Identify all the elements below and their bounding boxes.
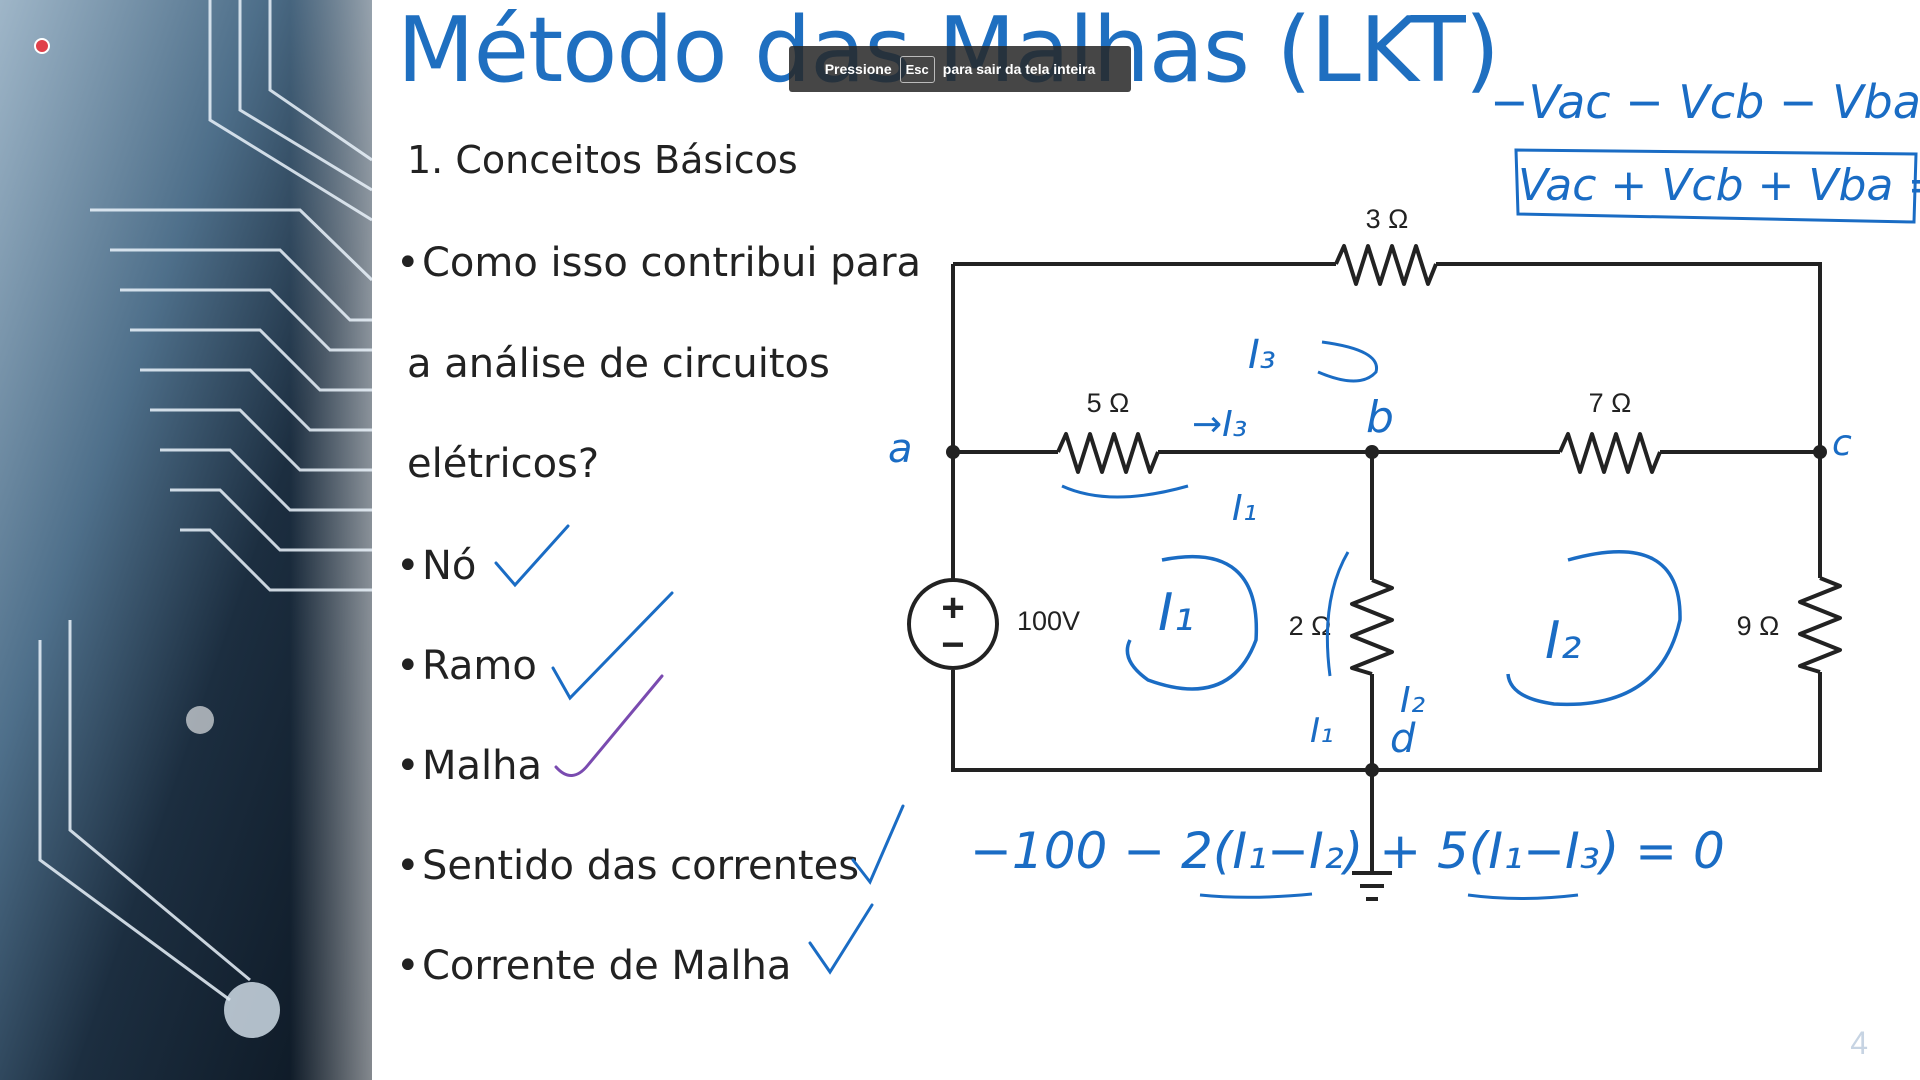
section-heading: 1. Conceitos Básicos [407, 138, 798, 182]
bullet-text: Ramo [422, 643, 537, 689]
circuit-nodes [946, 445, 1827, 777]
bullet-text: Corrente de Malha [422, 943, 792, 989]
toast-text-after: para sair da tela inteira [942, 61, 1096, 77]
slide-page-number: 4 [1850, 1025, 1868, 1061]
source-minus-sign: − [941, 623, 964, 667]
resistor-3ohm-label: 3 Ω [1366, 204, 1409, 234]
resistor-7ohm [1558, 432, 1662, 474]
record-indicator-icon [34, 38, 50, 54]
check-icon [851, 804, 905, 885]
voltage-source-icon [907, 578, 999, 670]
purple-check-icon [554, 674, 664, 777]
source-plus-sign: + [941, 586, 964, 630]
bullet-text: Sentido das correntes [422, 843, 860, 889]
mesh-current-i1-label: I₁ [1158, 583, 1194, 643]
node-a-label: a [888, 426, 913, 472]
question-line-3: elétricos? [407, 441, 600, 487]
kvl-equation-1: −Vac − Vcb − Vba = 0 [1490, 75, 1920, 129]
node-b-label: b [1366, 392, 1394, 443]
bullet-marker: • [396, 543, 420, 589]
circuit-wires [951, 262, 1822, 873]
bullet-marker: • [396, 843, 420, 889]
bullet-marker: • [396, 240, 420, 286]
mesh-current-i2-label: I₂ [1545, 611, 1581, 671]
bullet-marker: • [396, 643, 420, 689]
mesh-current-i3-label: I₃ [1248, 332, 1276, 378]
branch-current-i1-down-label: I₁ [1310, 711, 1334, 751]
bullet-corrente-malha: •Corrente de Malha [396, 943, 791, 989]
check-icon [494, 524, 570, 588]
current-arrow-icon [1061, 484, 1189, 499]
source-voltage-label: 100V [1017, 606, 1080, 636]
equation-box [1514, 148, 1918, 224]
node-c-label: c [1832, 423, 1852, 464]
mesh-i3-arrow-icon [1317, 340, 1379, 383]
bullet-malha: •Malha [396, 743, 542, 789]
resistors [1056, 244, 1842, 676]
node-dot [1813, 445, 1827, 459]
resistor-5ohm-label: 5 Ω [1087, 388, 1130, 418]
question-text: Como isso contribui para [422, 240, 922, 286]
current-arrow-icon [1325, 551, 1350, 677]
resistor-7ohm-label: 7 Ω [1589, 388, 1632, 418]
bullet-ramo: •Ramo [396, 643, 537, 689]
resistor-2ohm-label: 2 Ω [1289, 611, 1332, 641]
bullet-sentido: •Sentido das correntes [396, 843, 859, 889]
node-dot [1365, 445, 1379, 459]
node-dot [1365, 763, 1379, 777]
underline-mark [1467, 893, 1579, 900]
branch-current-i1-label: I₁ [1232, 488, 1257, 529]
esc-key-icon[interactable]: Esc [899, 55, 935, 83]
node-dot [946, 445, 960, 459]
resistor-3ohm [1334, 244, 1438, 286]
check-marks [494, 524, 905, 975]
question-line-2: a análise de circuitos [407, 341, 830, 387]
check-icon [551, 591, 674, 701]
underline-mark [1199, 892, 1313, 899]
branch-current-i2-label: I₂ [1400, 680, 1425, 721]
fullscreen-exit-notice: Pressione Esc para sair da tela inteira [789, 46, 1131, 92]
resistor-2ohm [1350, 578, 1394, 676]
bullet-no: •Nó [396, 543, 476, 589]
circuit-background-image [0, 0, 372, 1080]
bullet-text: Malha [422, 743, 542, 789]
mesh-i2-arrow-icon [1506, 550, 1682, 707]
bullet-marker: • [396, 943, 420, 989]
branch-current-i3-label: →I₃ [1192, 404, 1247, 445]
bullet-marker: • [396, 743, 420, 789]
node-d-label: d [1390, 716, 1416, 762]
resistor-5ohm [1056, 432, 1160, 474]
ground-icon [1352, 871, 1392, 901]
kvl-equation-2: Vac + Vcb + Vba = 0 [1518, 160, 1920, 211]
toast-text-before: Pressione [824, 61, 892, 77]
question-line-1: •Como isso contribui para [396, 240, 921, 286]
bullet-text: Nó [422, 543, 477, 589]
mesh-equation: −100 − 2(I₁−I₂) + 5(I₁−I₃) = 0 [970, 822, 1725, 880]
mesh-i1-arrow-icon [1125, 554, 1259, 691]
resistor-9ohm [1798, 576, 1842, 674]
check-icon [808, 903, 874, 975]
resistor-9ohm-label: 9 Ω [1737, 611, 1780, 641]
